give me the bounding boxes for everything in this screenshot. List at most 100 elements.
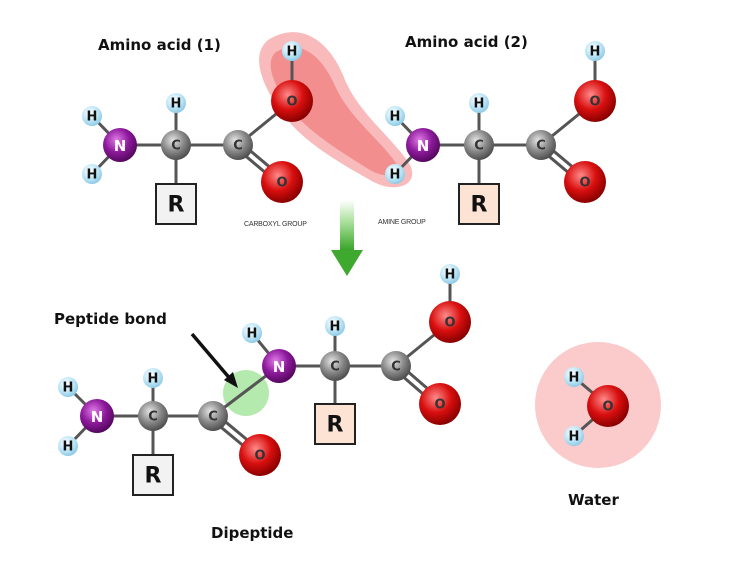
carbon-atom-symbol: C (474, 139, 484, 154)
carbon-atom-symbol: C (391, 360, 401, 375)
dipeptide-hydrogen-atom: H (58, 436, 78, 456)
r-group-label: R (471, 193, 488, 218)
hydrogen-atom-symbol: H (474, 97, 485, 112)
dipeptide-carbon-atom: C (320, 351, 350, 381)
r-group-box: R (132, 454, 174, 496)
dipeptide-carbon-atom: C (138, 401, 168, 431)
r-group-label: R (145, 464, 162, 489)
carbon-atom-sphere (161, 130, 191, 160)
hydrogen-atom-sphere (385, 106, 405, 126)
r-group-label: R (168, 193, 185, 218)
r-group-box-frame (132, 454, 174, 496)
water-label: Water (568, 491, 619, 509)
oxygen-atom-sphere (419, 383, 461, 425)
hydrogen-atom-sphere (166, 93, 186, 113)
amino-acid-1-carbon-atom: C (161, 130, 191, 160)
hydrogen-atom-sphere (440, 264, 460, 284)
amino-acid-1-hydrogen-atom: H (282, 41, 302, 61)
hydrogen-atom-sphere (469, 93, 489, 113)
peptide-bond-pointer-arrow-icon (190, 332, 238, 388)
oxygen-atom-sphere (429, 301, 471, 343)
hydrogen-atom-sphere (242, 323, 262, 343)
amino-acid-1-oxygen-atom: O (261, 161, 303, 203)
carbon-atom-sphere (198, 401, 228, 431)
hydrogen-atom-symbol: H (330, 320, 341, 335)
oxygen-atom-symbol: O (444, 316, 455, 331)
oxygen-atom-symbol: O (434, 398, 445, 413)
carbon-atom-symbol: C (330, 360, 340, 375)
hydrogen-atom-sphere (585, 41, 605, 61)
hydrogen-atom-symbol: H (590, 45, 601, 60)
carbon-atom-sphere (526, 130, 556, 160)
r-group-box-frame (155, 183, 197, 225)
nitrogen-atom-symbol: N (91, 408, 104, 426)
carbon-atom-symbol: C (536, 139, 546, 154)
amino-acid-2-hydrogen-atom: H (385, 106, 405, 126)
nitrogen-atom-symbol: N (114, 137, 127, 155)
carboxyl-group-label: CARBOXYL GROUP (244, 221, 307, 228)
hydrogen-atom-symbol: H (247, 327, 258, 342)
hydrogen-atom-sphere (564, 426, 584, 446)
dipeptide-label: Dipeptide (211, 524, 293, 542)
hydrogen-atom-sphere (58, 377, 78, 397)
nitrogen-atom-sphere (80, 399, 114, 433)
r-group-box-frame (314, 403, 356, 445)
nitrogen-atom-sphere (406, 128, 440, 162)
carbon-atom-symbol: C (208, 410, 218, 425)
hydrogen-atom-symbol: H (569, 371, 580, 386)
carbon-atom-sphere (381, 351, 411, 381)
amino-acid-1-hydrogen-atom: H (82, 164, 102, 184)
dipeptide-hydrogen-atom: H (440, 264, 460, 284)
hydrogen-atom-symbol: H (63, 381, 74, 396)
amino-acid-2-hydrogen-atom: H (469, 93, 489, 113)
amino-acid-1-carbon-atom: C (223, 130, 253, 160)
carbon-atom-symbol: C (148, 410, 158, 425)
oxygen-atom-sphere (271, 80, 313, 122)
hydrogen-atom-sphere (82, 106, 102, 126)
amino-acid-2-nitrogen-atom: N (406, 128, 440, 162)
dipeptide-carbon-atom: C (381, 351, 411, 381)
carbon-atom-symbol: C (171, 139, 181, 154)
nitrogen-atom-sphere (262, 349, 296, 383)
reaction-arrow-icon (331, 200, 363, 276)
dipeptide-hydrogen-atom: H (242, 323, 262, 343)
r-group-box: R (458, 183, 500, 225)
dipeptide-nitrogen-atom: N (262, 349, 296, 383)
hydrogen-atom-symbol: H (171, 97, 182, 112)
carbon-atom-sphere (320, 351, 350, 381)
removed-water-highlight (259, 32, 413, 188)
hydrogen-atom-sphere (564, 367, 584, 387)
r-group-box: R (155, 183, 197, 225)
water-oxygen-atom: O (587, 385, 629, 427)
oxygen-atom-sphere (574, 80, 616, 122)
hydrogen-atom-sphere (82, 164, 102, 184)
hydrogen-atom-symbol: H (87, 110, 98, 125)
dipeptide-oxygen-atom: O (239, 434, 281, 476)
oxygen-atom-symbol: O (276, 176, 287, 191)
oxygen-atom-sphere (239, 434, 281, 476)
oxygen-atom-sphere (587, 385, 629, 427)
carbon-atom-sphere (464, 130, 494, 160)
nitrogen-atom-sphere (103, 128, 137, 162)
hydrogen-atom-sphere (58, 436, 78, 456)
water-hydrogen-atom: H (564, 367, 584, 387)
hydrogen-atom-symbol: H (390, 168, 401, 183)
r-group-box-frame (458, 183, 500, 225)
water-hydrogen-atom: H (564, 426, 584, 446)
amino-acid-2-title: Amino acid (2) (405, 33, 528, 51)
dipeptide-nitrogen-atom: N (80, 399, 114, 433)
dipeptide-hydrogen-atom: H (325, 316, 345, 336)
amino-acid-1-oxygen-atom: O (271, 80, 313, 122)
amino-acid-1-title: Amino acid (1) (98, 36, 221, 54)
amino-acid-1-hydrogen-atom: H (166, 93, 186, 113)
hydrogen-atom-sphere (325, 316, 345, 336)
amino-acid-2-carbon-atom: C (464, 130, 494, 160)
dipeptide-hydrogen-atom: H (143, 368, 163, 388)
hydrogen-atom-symbol: H (569, 430, 580, 445)
amino-acid-2-oxygen-atom: O (564, 161, 606, 203)
amino-acid-2-oxygen-atom: O (574, 80, 616, 122)
dipeptide-oxygen-atom: O (429, 301, 471, 343)
amino-acid-2-hydrogen-atom: H (585, 41, 605, 61)
oxygen-atom-symbol: O (602, 400, 613, 415)
